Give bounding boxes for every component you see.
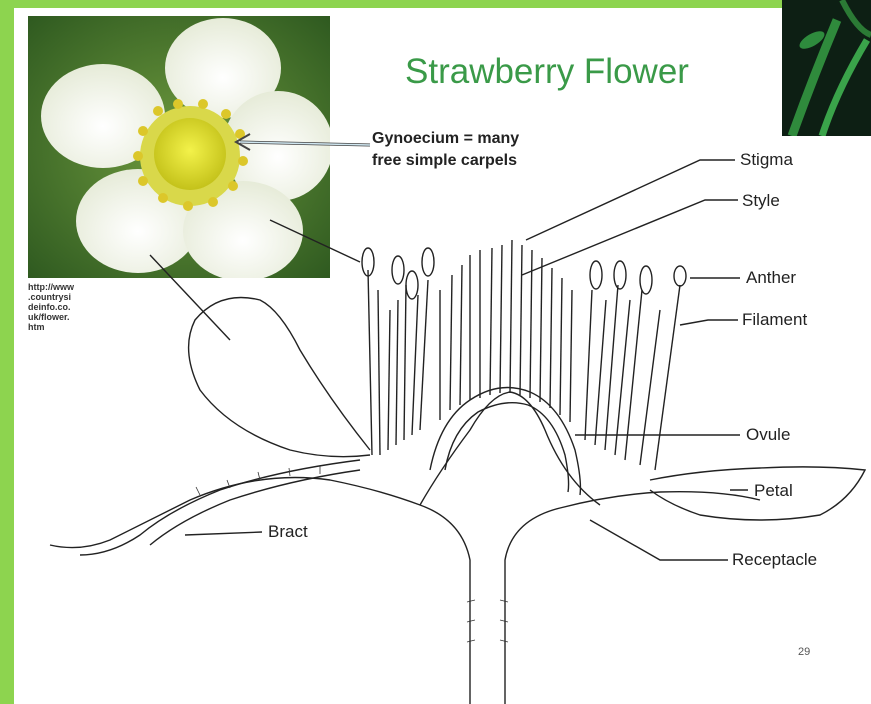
label-receptacle: Receptacle [732,550,817,570]
label-style: Style [742,191,780,211]
page-number: 29 [798,646,810,658]
label-ovule: Ovule [746,425,790,445]
label-anther: Anther [746,268,796,288]
label-petal: Petal [754,481,793,501]
label-filament: Filament [742,310,807,330]
label-bract: Bract [268,522,308,542]
label-stigma: Stigma [740,150,793,170]
